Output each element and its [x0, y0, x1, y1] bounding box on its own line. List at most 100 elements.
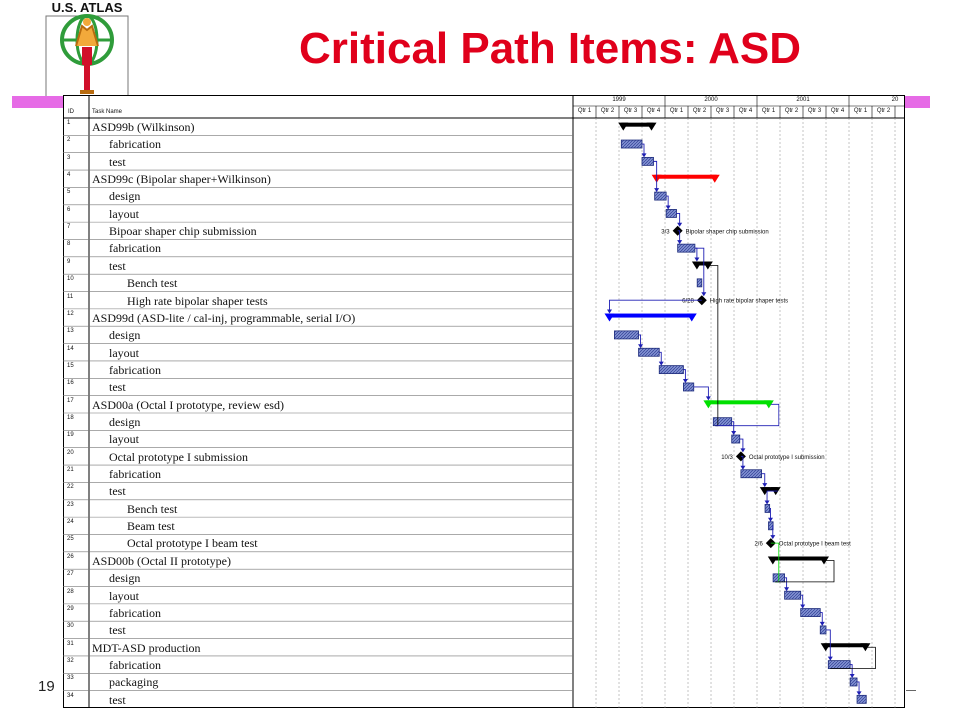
dependency-link	[694, 247, 705, 296]
task-name: design	[109, 415, 141, 429]
task-id: 18	[67, 415, 74, 421]
task-name: layout	[109, 432, 139, 447]
quarter-label: Qtr 3	[807, 108, 822, 114]
task-id: 8	[67, 241, 71, 248]
task-id: 23	[67, 501, 74, 508]
milestone-label: Octal prototype I submission	[749, 455, 825, 461]
milestone-label: Octal prototype I beam test	[779, 542, 851, 548]
year-label: 20	[891, 97, 899, 103]
dependency-link	[659, 351, 662, 365]
task-name: Bipoar shaper chip submission	[109, 224, 257, 239]
dependency-link	[731, 421, 735, 435]
task-name: Bench test	[127, 501, 178, 516]
dependency-arrow	[705, 396, 711, 401]
task-name: MDT-ASD production	[92, 640, 201, 655]
task-name: layout	[109, 345, 139, 360]
task-id: 33	[67, 675, 74, 682]
task-id: 4	[67, 172, 71, 179]
task-name: Bench test	[127, 276, 178, 291]
dependency-arrow	[784, 587, 790, 592]
dependency-link	[676, 212, 681, 226]
milestone-date: 6/28	[682, 299, 694, 305]
dependency-arrow	[694, 257, 700, 262]
dependency-link	[739, 438, 744, 452]
task-id: 1	[67, 120, 71, 126]
dependency-link	[761, 473, 766, 487]
dependency-link	[693, 386, 709, 400]
task-bar	[658, 365, 684, 375]
task-id: 28	[67, 588, 74, 595]
task-id: 27	[67, 571, 74, 578]
dependency-arrow	[731, 431, 737, 436]
atlas-figure-icon	[45, 14, 129, 101]
task-name: test	[109, 258, 126, 273]
dependency-arrow	[701, 292, 707, 297]
dependency-arrow	[762, 483, 768, 488]
task-bar	[696, 278, 703, 288]
task-name: layout	[109, 206, 139, 221]
footer-mark	[906, 690, 916, 691]
year-label: 1999	[612, 97, 626, 103]
dependency-arrow	[800, 604, 806, 609]
quarter-label: Qtr 4	[738, 108, 753, 114]
task-name: ASD00a (Octal I prototype, review esd)	[92, 397, 284, 412]
task-name: test	[109, 484, 126, 499]
task-id: 34	[67, 692, 74, 699]
summary-bar	[703, 400, 774, 409]
task-bar	[638, 347, 660, 357]
task-id: 24	[67, 519, 74, 526]
quarter-label: Qtr 1	[761, 108, 776, 114]
task-id: 6	[67, 206, 71, 213]
task-name: test	[109, 154, 126, 169]
task-id: 26	[67, 553, 74, 560]
task-id: 22	[67, 484, 74, 491]
task-bar	[731, 434, 741, 444]
task-name: fabrication	[109, 137, 161, 152]
milestone-date: 3/3	[661, 229, 670, 235]
task-id: 11	[67, 293, 74, 300]
task-id: 30	[67, 623, 74, 630]
summary-bar	[691, 261, 713, 270]
dependency-arrow	[641, 153, 647, 158]
quarter-label: Qtr 2	[600, 108, 615, 114]
dependency-link	[666, 195, 669, 209]
task-name: design	[109, 571, 141, 586]
dependency-link	[857, 681, 860, 695]
task-id: 13	[67, 328, 74, 335]
task-name: ASD00b (Octal II prototype)	[92, 553, 231, 568]
task-bar	[740, 469, 763, 479]
gantt-grid	[63, 95, 905, 708]
dependency-link	[830, 646, 876, 670]
quarter-label: Qtr 4	[646, 108, 661, 114]
dependency-arrow	[607, 309, 612, 314]
task-name: design	[109, 328, 141, 343]
dependency-link	[775, 560, 835, 583]
quarter-label: Qtr 1	[853, 108, 868, 114]
task-name: fabrication	[109, 657, 161, 672]
task-bar	[784, 590, 802, 600]
task-name: High rate bipolar shaper tests	[127, 293, 268, 308]
task-bar	[712, 417, 733, 427]
task-id: 21	[67, 467, 74, 474]
task-name: fabrication	[109, 241, 161, 256]
milestone-label: High rate bipolar shaper tests	[710, 299, 788, 305]
task-name: ASD99c (Bipolar shaper+Wilkinson)	[92, 172, 271, 187]
year-label: 2000	[704, 97, 718, 103]
task-name: test	[109, 623, 126, 638]
dependency-link	[609, 299, 702, 313]
task-id: 9	[67, 258, 71, 265]
quarter-label: Qtr 4	[830, 108, 845, 114]
dependency-link	[784, 577, 788, 591]
task-bar	[827, 660, 851, 670]
task-bar	[819, 625, 827, 635]
task-id: 32	[67, 657, 74, 664]
task-id: 10	[67, 276, 74, 283]
task-bar	[614, 330, 639, 340]
task-name-header: Task Name	[92, 109, 123, 115]
dependency-arrow	[819, 621, 825, 626]
task-name: layout	[109, 588, 139, 603]
slide-title: Critical Path Items: ASD	[298, 24, 802, 73]
quarter-label: Qtr 1	[669, 108, 684, 114]
